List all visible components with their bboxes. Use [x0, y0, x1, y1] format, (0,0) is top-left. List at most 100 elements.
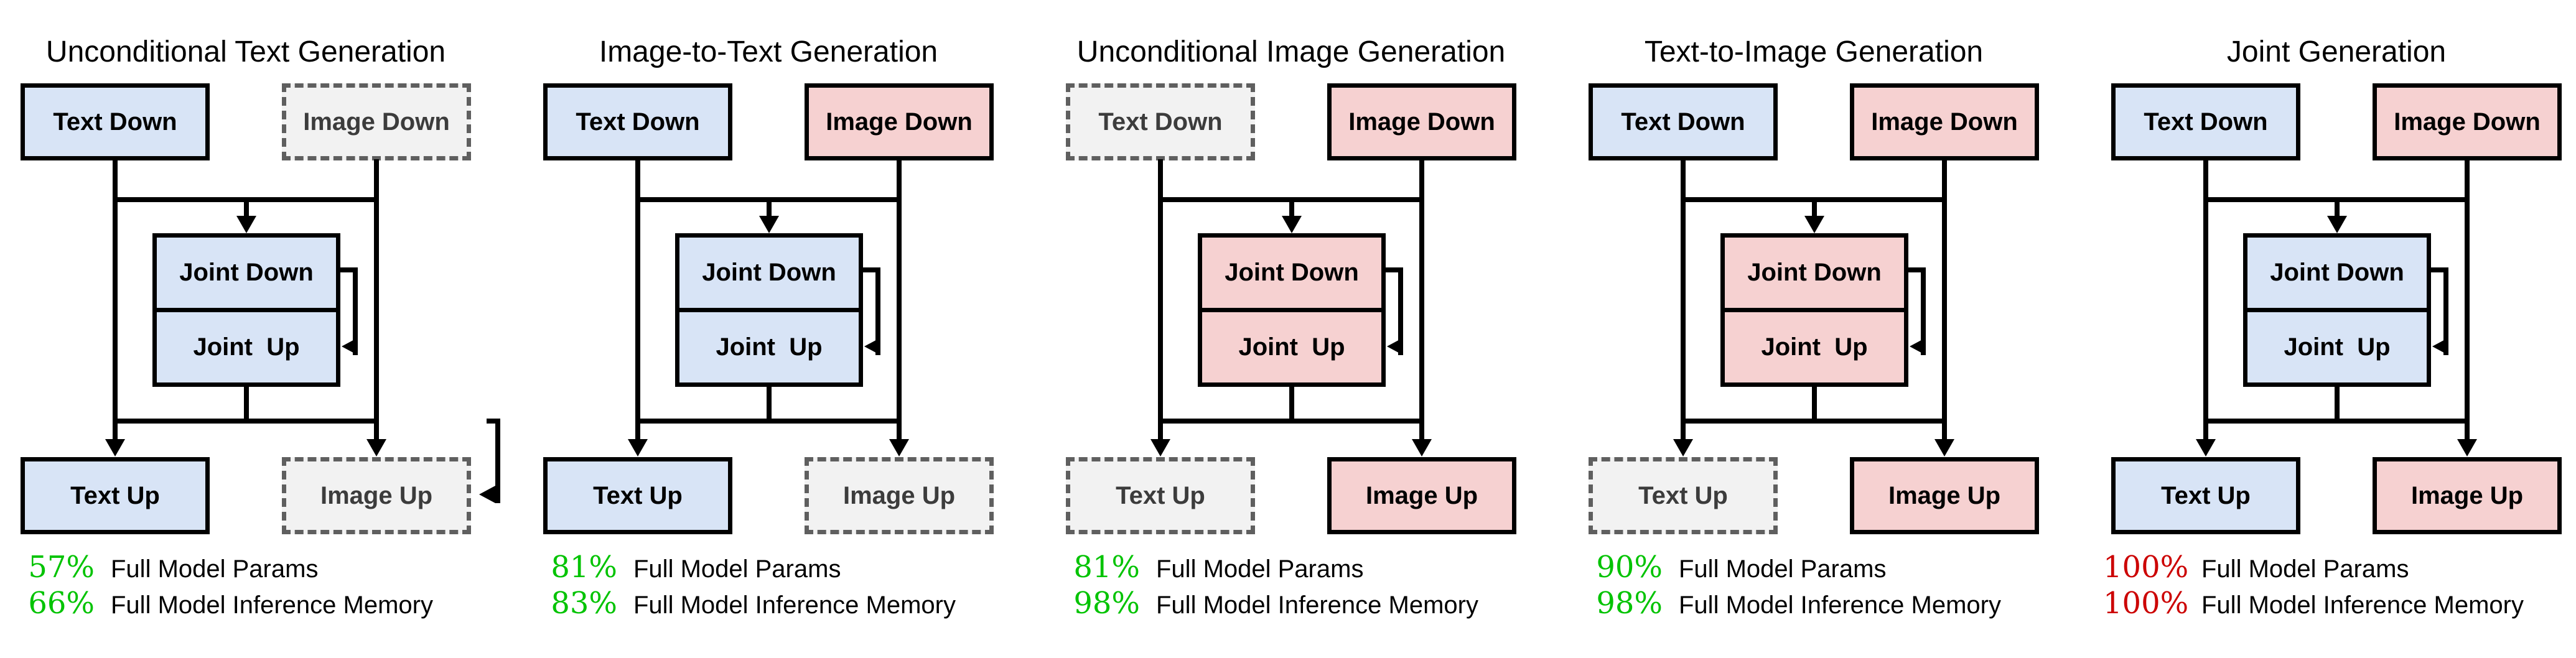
arrowhead-into-joint-up-icon	[1910, 338, 1926, 355]
text-down-label: Text Down	[53, 108, 177, 136]
arrowhead-into-joint-up-icon	[1387, 338, 1403, 355]
arrowhead-into-text-up-icon	[105, 439, 125, 456]
arrowhead-into-joint-down-icon	[759, 216, 779, 233]
panel-2: Image-to-Text Generation Text Down Image…	[523, 0, 1045, 658]
panel-title: Unconditional Text Generation	[45, 35, 446, 68]
text-skip-connector-line	[2203, 159, 2208, 440]
memory-percentage: 83%	[551, 586, 617, 621]
joint-down-label: Joint Down	[179, 259, 314, 286]
text-down-label: Text Down	[1098, 108, 1223, 136]
memory-percentage: 66%	[28, 586, 95, 621]
arrowhead-into-image-up-icon	[1412, 439, 1432, 456]
params-stat-label: Full Model Params	[1679, 555, 1887, 583]
arrowhead-into-text-up-icon	[1673, 439, 1693, 456]
text-up-box: Text Up	[1589, 457, 1778, 534]
joint-down-label: Joint Down	[2270, 259, 2404, 286]
joint-up-label: Joint Up	[1761, 333, 1868, 361]
image-up-label: Image Up	[320, 481, 433, 509]
joint-up-label: Joint Up	[1238, 333, 1345, 361]
arrowhead-into-joint-down-icon	[1804, 216, 1824, 233]
memory-percentage: 100%	[2103, 586, 2189, 621]
text-down-label: Text Down	[576, 108, 700, 136]
joint-up-label: Joint Up	[716, 333, 823, 361]
text-down-label: Text Down	[1621, 108, 1745, 136]
arrowhead-into-joint-down-icon	[236, 216, 256, 233]
image-up-box: Image Up	[282, 457, 471, 534]
arrowhead-into-image-up-icon	[1934, 439, 1954, 456]
text-up-box: Text Up	[543, 457, 732, 534]
text-down-box: Text Down	[21, 83, 210, 160]
memory-stat-label: Full Model Inference Memory	[1156, 591, 1478, 619]
text-down-box: Text Down	[1066, 83, 1255, 160]
merge-bar-line	[113, 197, 379, 202]
merge-to-joint-line	[1812, 202, 1817, 217]
recurrence-elbow-top-line	[340, 267, 358, 272]
image-up-label: Image Up	[1365, 481, 1478, 509]
recurrence-elbow-side-line	[353, 267, 358, 355]
arrowhead-into-image-up-icon	[889, 439, 909, 456]
text-up-label: Text Up	[593, 481, 683, 509]
panel-3: Unconditional Image Generation Text Down…	[1045, 0, 1568, 658]
params-percentage: 81%	[1073, 550, 1140, 585]
image-down-box: Image Down	[2373, 83, 2562, 160]
merge-bar-line	[2203, 197, 2470, 202]
text-skip-connector-line	[635, 159, 640, 440]
params-stat-row: 57% Full Model Params	[12, 550, 318, 585]
arrowhead-into-joint-up-icon	[342, 338, 358, 355]
image-up-box: Image Up	[2373, 457, 2562, 534]
recurrence-elbow-top-line	[1386, 267, 1403, 272]
params-stat-row: 90% Full Model Params	[1580, 550, 1886, 585]
joint-up-box: Joint Up	[675, 308, 863, 387]
joint-up-label: Joint Up	[193, 333, 300, 361]
joint-up-box: Joint Up	[152, 308, 340, 387]
arrowhead-into-image-up-icon	[2457, 439, 2477, 456]
merge-bar-line	[635, 197, 902, 202]
merge-bar-line	[1681, 197, 1947, 202]
image-down-box: Image Down	[282, 83, 471, 160]
memory-stat-row: 98% Full Model Inference Memory	[1580, 586, 2001, 621]
image-down-label: Image Down	[303, 108, 450, 136]
joint-to-split-line	[1812, 387, 1817, 421]
memory-stat-label: Full Model Inference Memory	[1679, 591, 2001, 619]
text-up-label: Text Up	[2161, 481, 2251, 509]
text-down-label: Text Down	[2144, 108, 2268, 136]
image-down-label: Image Down	[1348, 108, 1495, 136]
merge-to-joint-line	[1289, 202, 1294, 217]
split-bar-line	[1681, 419, 1947, 424]
joint-up-box: Joint Up	[1198, 308, 1386, 387]
loop-back-top-line	[487, 419, 500, 424]
joint-down-label: Joint Down	[1225, 259, 1359, 286]
memory-stat-label: Full Model Inference Memory	[111, 591, 433, 619]
arrowhead-into-joint-down-icon	[2327, 216, 2347, 233]
params-percentage: 90%	[1596, 550, 1663, 585]
image-down-label: Image Down	[826, 108, 973, 136]
image-down-label: Image Down	[2394, 108, 2541, 136]
image-up-box: Image Up	[805, 457, 994, 534]
image-skip-connector-line	[1419, 159, 1424, 440]
text-down-box: Text Down	[1589, 83, 1778, 160]
recurrence-elbow-top-line	[863, 267, 880, 272]
joint-down-box: Joint Down	[675, 233, 863, 308]
joint-to-split-line	[2335, 387, 2340, 421]
recurrence-elbow-top-line	[1908, 267, 1926, 272]
arrowhead-into-joint-up-icon	[2432, 338, 2448, 355]
joint-down-box: Joint Down	[1720, 233, 1908, 308]
merge-to-joint-line	[244, 202, 249, 217]
loop-back-side-line	[495, 419, 500, 503]
text-skip-connector-line	[1681, 159, 1686, 440]
params-stat-row: 100% Full Model Params	[2103, 550, 2409, 585]
joint-to-split-line	[767, 387, 772, 421]
panel-5: Joint Generation Text Down Image Down Jo…	[2091, 0, 2576, 658]
arrowhead-into-image-up-icon	[366, 439, 386, 456]
split-bar-line	[635, 419, 902, 424]
params-percentage: 100%	[2103, 550, 2189, 585]
text-up-box: Text Up	[1066, 457, 1255, 534]
arrowhead-into-text-up-icon	[1150, 439, 1170, 456]
memory-percentage: 98%	[1596, 586, 1663, 621]
text-skip-connector-line	[1158, 159, 1163, 440]
image-skip-connector-line	[2465, 159, 2470, 440]
text-up-box: Text Up	[2111, 457, 2300, 534]
params-stat-row: 81% Full Model Params	[1058, 550, 1363, 585]
panel-title: Image-to-Text Generation	[599, 35, 938, 68]
image-skip-connector-line	[374, 159, 379, 440]
